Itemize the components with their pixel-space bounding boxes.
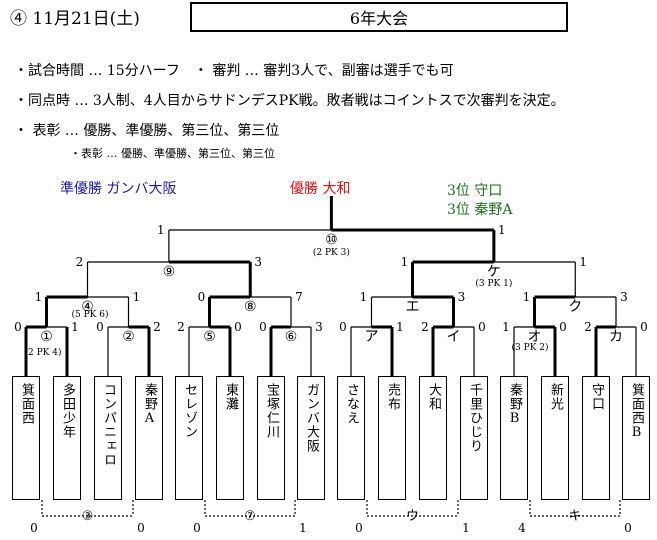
match-label: ア (365, 329, 379, 345)
pk-note: (2 PK 4) (25, 347, 62, 358)
team-box: 新光 (541, 376, 569, 500)
score-label: 1 (299, 521, 307, 535)
score-label: 1 (396, 320, 404, 334)
match-label: イ (447, 329, 461, 345)
runner-up-label: 準優勝 ガンバ大阪 (60, 181, 177, 197)
score-label: 1 (133, 290, 141, 304)
score-label: 3 (458, 290, 466, 304)
score-label: 3 (620, 290, 628, 304)
third-place-label-1: 3位 守口 (447, 183, 503, 199)
team-box: コンパニェロ (94, 376, 122, 500)
score-label: 2 (584, 320, 592, 334)
pk-note: (2 PK 3) (313, 247, 350, 258)
team-box: 守口 (582, 376, 610, 500)
team-box: 売布 (378, 376, 406, 500)
team-box: 箕面西 (12, 376, 40, 500)
score-label: 0 (624, 521, 632, 535)
match-label: オ (528, 329, 542, 345)
team-box: 千里ひじり (460, 376, 488, 500)
score-label: 1 (498, 223, 506, 237)
match-label: ク (568, 299, 582, 315)
third-place-label-2: 3位 秦野A (447, 202, 513, 218)
score-label: 1 (360, 290, 368, 304)
score-label: 3 (315, 320, 323, 334)
score-label: 0 (259, 320, 267, 334)
match-label: ④ (81, 299, 94, 315)
score-label: 3 (254, 255, 262, 269)
match-label: ⑤ (203, 329, 216, 345)
score-label: 0 (96, 320, 104, 334)
team-box: 東灘 (216, 376, 244, 500)
match-label: ⑨ (163, 264, 176, 280)
team-box: 箕面西B (622, 376, 650, 500)
team-box: 宝塚仁川 (257, 376, 285, 500)
score-label: 2 (177, 320, 185, 334)
score-label: 0 (14, 320, 22, 334)
page-title: 6年大会 (190, 2, 568, 32)
event-date: ④ 11月21日(土) (10, 9, 140, 29)
match-label: ③ (82, 509, 94, 524)
score-label: 2 (421, 320, 429, 334)
match-label: ウ (406, 509, 419, 524)
team-box: さなえ (337, 376, 365, 500)
team-box: 大和 (419, 376, 447, 500)
score-label: 2 (153, 320, 161, 334)
match-label: ⑥ (285, 329, 298, 345)
team-box: セレゾン (175, 376, 203, 500)
score-label: 1 (71, 320, 79, 334)
score-label: 7 (295, 290, 303, 304)
pk-note: (5 PK 6) (72, 309, 109, 320)
team-box: 秦野B (500, 376, 528, 500)
match-label: キ (568, 509, 581, 524)
score-label: 1 (35, 290, 43, 304)
score-label: 1 (502, 320, 510, 334)
score-label: 0 (355, 521, 363, 535)
score-label: 0 (640, 320, 648, 334)
team-box: 多田少年 (53, 376, 81, 500)
score-label: 0 (478, 320, 486, 334)
pk-note: (3 PK 2) (512, 342, 549, 353)
team-box: ガンバ大阪 (297, 376, 325, 500)
score-label: 0 (559, 320, 567, 334)
rule-awards-small: ・表彰 … 優勝、準優勝、第三位、第三位 (70, 147, 275, 160)
score-label: 1 (157, 223, 165, 237)
score-label: 0 (137, 521, 145, 535)
match-label: ① (40, 329, 53, 345)
rule-awards: ・ 表彰 … 優勝、準優勝、第三位、第三位 (14, 123, 280, 139)
match-label: カ (609, 329, 623, 345)
score-label: 1 (462, 521, 470, 535)
match-label: ケ (487, 264, 501, 280)
rule-time-referee: ・試合時間 … 15分ハーフ ・ 審判 … 審判3人で、副審は選手でも可 (14, 63, 454, 79)
winner-label: 優勝 大和 (290, 181, 351, 197)
team-box: 秦野A (135, 376, 163, 500)
match-label: ② (122, 329, 135, 345)
score-label: 0 (198, 290, 206, 304)
score-label: 0 (193, 521, 201, 535)
score-label: 0 (30, 521, 38, 535)
pk-note: (3 PK 1) (475, 278, 512, 289)
match-label: ⑦ (244, 509, 256, 524)
match-label: ⑧ (244, 299, 257, 315)
score-label: 4 (518, 521, 526, 535)
score-label: 0 (234, 320, 242, 334)
score-label: 1 (523, 290, 531, 304)
match-label: エ (406, 299, 420, 315)
score-label: 1 (579, 255, 587, 269)
rule-tie: ・同点時 … 3人制、4人目からサドンデスPK戦。敗者戦はコイントスで次審判を決… (14, 93, 565, 109)
score-label: 2 (76, 255, 84, 269)
score-label: 1 (401, 255, 409, 269)
score-label: 0 (339, 320, 347, 334)
match-label: ⑩ (325, 232, 338, 248)
